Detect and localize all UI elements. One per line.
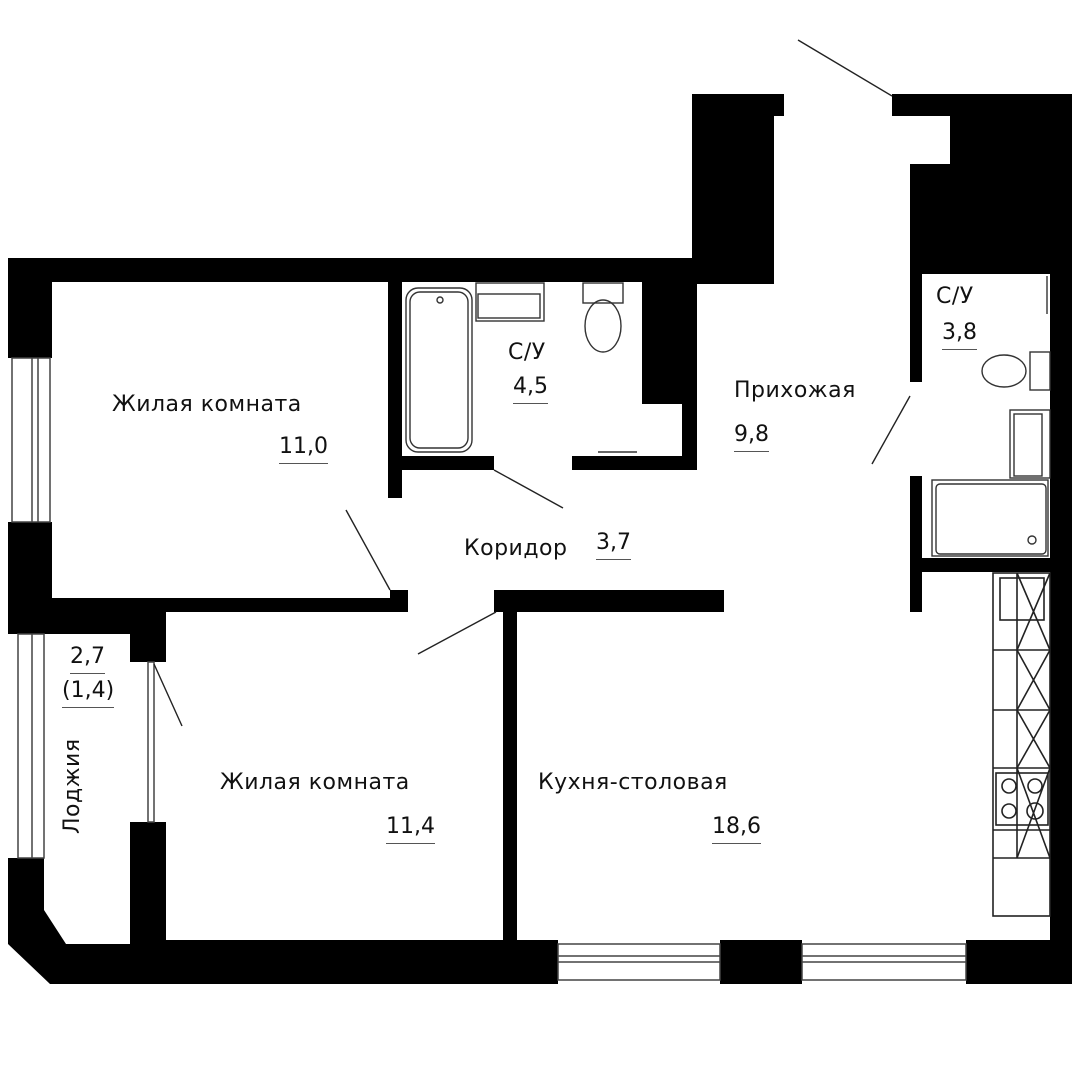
room-label-bathroom-1: С/У <box>508 340 546 365</box>
room-label-living-room-1: Жилая комната <box>112 392 302 417</box>
room-label-kitchen-dining: Кухня-столовая <box>538 770 728 795</box>
room-area-loggia: 2,7 <box>70 646 105 674</box>
bathroom-1-fixtures <box>405 282 637 453</box>
room-label-bathroom-2: С/У <box>936 284 974 309</box>
windows <box>11 357 967 981</box>
room-area-corridor: 3,7 <box>596 532 631 560</box>
room-label-loggia: Лоджия <box>60 738 85 834</box>
room-area-living-room-1: 11,0 <box>279 436 328 464</box>
door-swings <box>153 39 911 727</box>
room-area-kitchen-dining: 18,6 <box>712 816 761 844</box>
room-area-bathroom-1: 4,5 <box>513 376 548 404</box>
room-area-hallway: 9,8 <box>734 424 769 452</box>
room-label-hallway: Прихожая <box>734 378 856 403</box>
kitchen-fixtures <box>992 572 1051 917</box>
room-label-corridor: Коридор <box>464 536 568 561</box>
room-area-bathroom-2: 3,8 <box>942 322 977 350</box>
bathroom-2-fixtures <box>931 276 1051 557</box>
room-label-living-room-2: Жилая комната <box>220 770 410 795</box>
room-area-living-room-2: 11,4 <box>386 816 435 844</box>
walls <box>8 94 1072 984</box>
room-area-loggia-reduced: (1,4) <box>62 680 115 708</box>
